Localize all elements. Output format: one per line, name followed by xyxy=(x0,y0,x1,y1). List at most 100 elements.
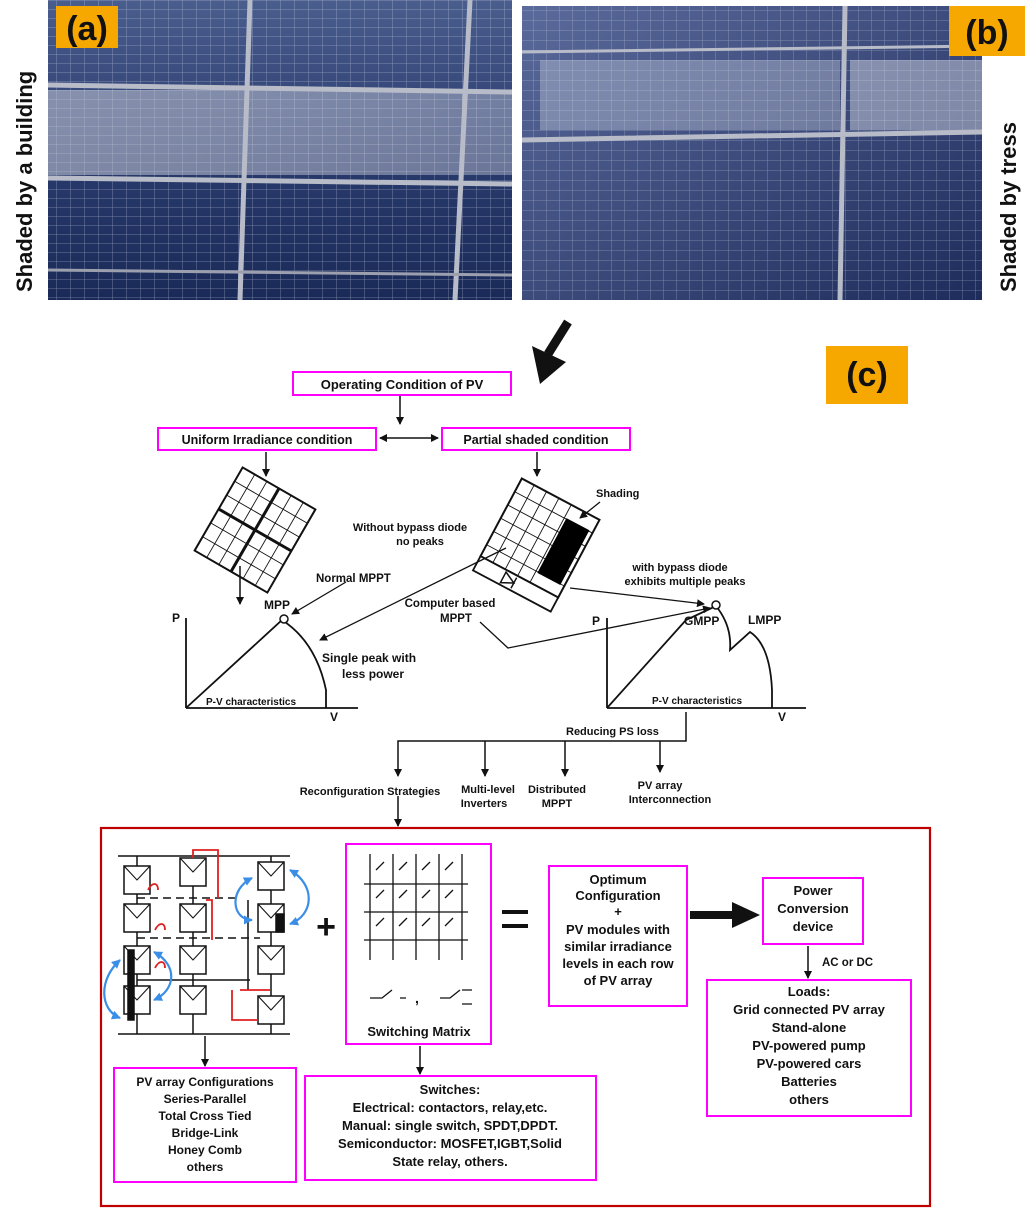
uniform-box xyxy=(157,427,377,451)
c-tag xyxy=(826,346,908,404)
photo-b-tag xyxy=(949,6,1025,56)
loads-line-3: PV-powered pump xyxy=(752,1038,865,1053)
distributed-2: MPPT xyxy=(542,798,573,810)
single-peak-1: Single peak with xyxy=(322,651,416,665)
photo-b-label: (b) xyxy=(965,14,1008,52)
without-bypass-2: no peaks xyxy=(396,536,444,548)
without-bypass-arrow xyxy=(319,547,507,641)
configs-line-2: Total Cross Tied xyxy=(159,1109,252,1123)
pv-char-left: P-V characteristics xyxy=(206,697,296,708)
partial-label: Partial shaded condition xyxy=(463,433,608,447)
reducing-connectors xyxy=(394,712,687,827)
reconfig-frame xyxy=(99,826,932,1208)
equals-sign xyxy=(502,910,528,928)
with-bypass-1: with bypass diode xyxy=(631,562,727,574)
mpp-label: MPP xyxy=(264,598,290,612)
top-connectors xyxy=(262,396,541,477)
configs-line-3: Bridge-Link xyxy=(172,1126,239,1140)
v-axis-right: V xyxy=(778,710,786,724)
loads-line-1: Grid connected PV array xyxy=(733,1002,885,1017)
without-bypass-1: Without bypass diode xyxy=(353,522,467,534)
switches-line-2: Manual: single switch, SPDT,DPDT. xyxy=(342,1118,558,1133)
normal-mppt-arrow xyxy=(291,581,347,615)
operating-box xyxy=(292,371,512,396)
loads-line-6: others xyxy=(789,1092,829,1107)
switches-box xyxy=(304,1075,597,1181)
shading-label: Shading xyxy=(596,488,639,500)
photo-a: (a) Shaded by a building xyxy=(0,0,513,305)
photo-a-label: (a) xyxy=(66,10,108,48)
distributed-1: Distributed xyxy=(528,784,586,796)
configs-line-1: Series-Parallel xyxy=(164,1092,247,1106)
power-conv-line-2: device xyxy=(793,919,833,934)
loads-line-4: PV-powered cars xyxy=(757,1056,862,1071)
pv-curve-uniform xyxy=(185,614,358,709)
optimum-line-1: Configuration xyxy=(575,888,660,903)
optimum-line-6: of PV array xyxy=(584,973,653,988)
gmpp-label: GMPP xyxy=(684,614,719,628)
optimum-line-3: PV modules with xyxy=(566,922,670,937)
photo-b-caption: Shaded by tress xyxy=(996,122,1021,292)
lmpp-label: LMPP xyxy=(748,613,781,627)
interconnect-2: Interconnection xyxy=(629,794,712,806)
optimum-line-4: similar irradiance xyxy=(564,939,672,954)
multilevel-2: Inverters xyxy=(461,798,507,810)
interconnect-1: PV array xyxy=(638,780,684,792)
p-axis-left: P xyxy=(172,611,180,625)
pv-char-right: P-V characteristics xyxy=(652,696,742,707)
optimum-text: Optimum Configuration + PV modules with … xyxy=(562,872,674,988)
operating-label: Operating Condition of PV xyxy=(321,377,484,392)
computer-mppt-1: Computer based xyxy=(405,598,496,610)
reducing-label: Reducing PS loss xyxy=(566,726,659,738)
p-axis-right: P xyxy=(592,614,600,628)
loads-line-0: Loads: xyxy=(788,984,831,999)
with-bypass-2: exhibits multiple peaks xyxy=(624,576,745,588)
plus-sign: + xyxy=(316,908,336,946)
c-label: (c) xyxy=(846,356,888,394)
comma-sep: , xyxy=(415,990,419,1006)
ac-dc-label: AC or DC xyxy=(822,957,873,969)
loads-line-2: Stand-alone xyxy=(772,1020,846,1035)
multilevel-1: Multi-level xyxy=(461,784,515,796)
photo-a-tag xyxy=(56,6,118,48)
configs-line-4: Honey Comb xyxy=(168,1143,242,1157)
optimum-line-5: levels in each row xyxy=(562,956,674,971)
to-power-conversion-arrow xyxy=(690,902,760,928)
shaded-pv-panel-icon xyxy=(471,477,601,613)
power-conversion-box xyxy=(762,877,864,945)
normal-mppt-label: Normal MPPT xyxy=(316,573,391,585)
switches-line-1: Electrical: contactors, relay,etc. xyxy=(353,1100,548,1115)
switching-matrix-box xyxy=(345,843,492,1045)
uniform-label: Uniform Irradiance condition xyxy=(182,433,353,447)
pv-array-schematic xyxy=(103,849,310,1035)
optimum-line-2: + xyxy=(614,904,622,919)
power-conv-line-1: Conversion xyxy=(777,901,849,916)
pv-module-grid xyxy=(123,857,285,1025)
optimum-line-0: Optimum xyxy=(589,872,646,887)
big-down-arrow-icon xyxy=(532,319,572,384)
photo-b: (b) Shaded by tress xyxy=(521,5,1025,301)
computer-mppt-arrow xyxy=(479,605,711,649)
single-peak-2: less power xyxy=(342,667,404,681)
with-bypass-arrow xyxy=(569,587,705,608)
shading-arrow xyxy=(579,501,601,519)
loads-box xyxy=(706,979,912,1117)
switches-line-4: State relay, others. xyxy=(392,1154,507,1169)
pv-curve-partial xyxy=(606,600,806,709)
switches-line-0: Switches: xyxy=(420,1082,481,1097)
loads-line-5: Batteries xyxy=(781,1074,837,1089)
switching-matrix-icon xyxy=(364,854,472,1005)
configs-line-5: others xyxy=(187,1160,224,1174)
switching-matrix-label: Switching Matrix xyxy=(367,1024,471,1039)
partial-box xyxy=(441,427,631,451)
configs-box xyxy=(113,1067,297,1183)
computer-mppt-2: MPPT xyxy=(440,613,472,625)
uniform-pv-panel-icon xyxy=(193,466,317,594)
photo-a-caption: Shaded by a building xyxy=(12,71,37,292)
v-axis-left: V xyxy=(330,710,338,724)
optimum-box xyxy=(548,865,688,1007)
configs-line-0: PV array Configurations xyxy=(136,1075,274,1089)
power-conv-line-0: Power xyxy=(793,883,832,898)
switches-line-3: Semiconductor: MOSFET,IGBT,Solid xyxy=(338,1136,562,1151)
reconfig-label: Reconfiguration Strategies xyxy=(300,786,441,798)
